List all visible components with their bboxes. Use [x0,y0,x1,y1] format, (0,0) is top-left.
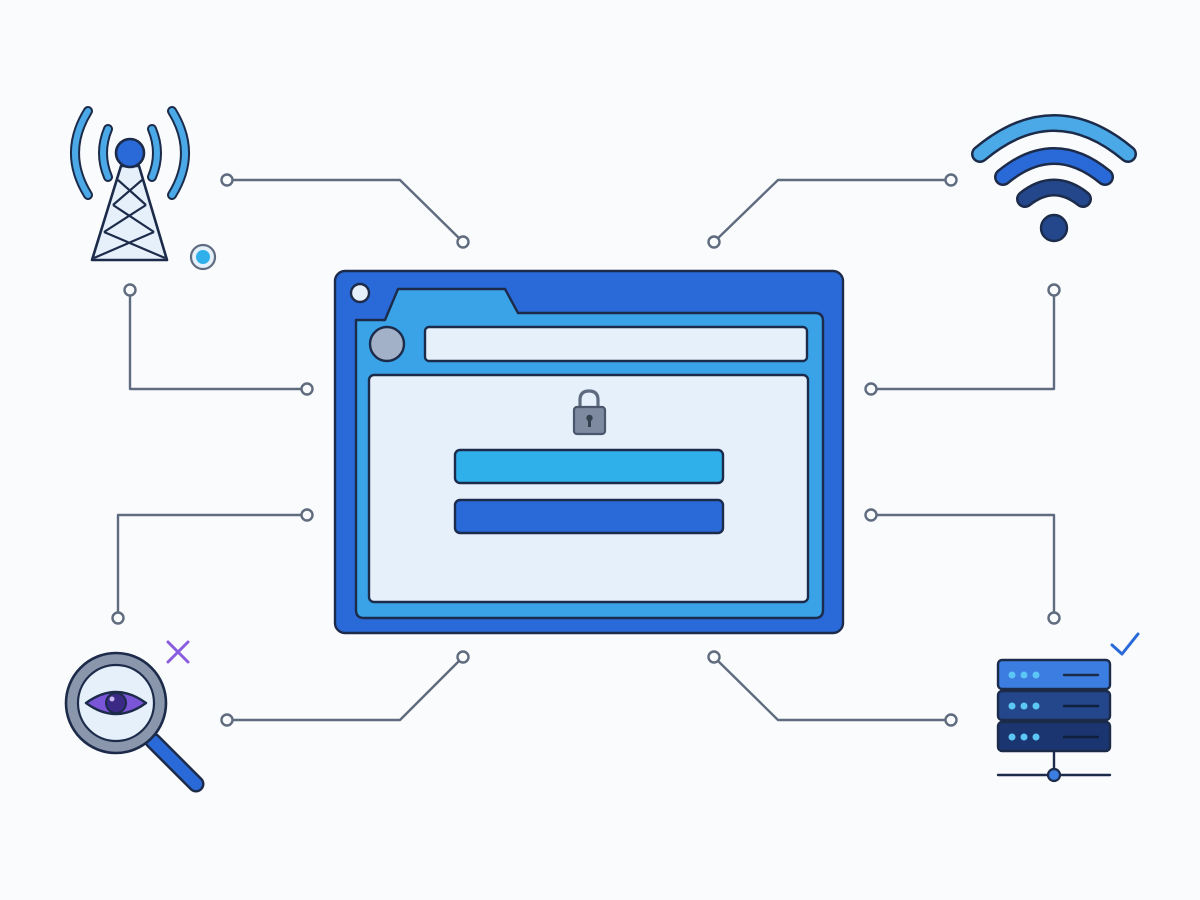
eye-highlight [109,696,115,702]
browser-window [333,269,845,635]
server-unit-top [996,658,1112,691]
cell-tower-icon [90,137,169,262]
magnifier-handle-fill [147,735,202,790]
connector-eye-window-bottom [225,655,465,722]
connector-node [707,650,721,664]
connector-node [300,508,314,522]
lock-keyhole-slot [588,419,591,427]
connector-node [300,382,314,396]
wifi [971,114,1137,243]
cell-tower [70,106,217,271]
window-dot-icon [349,282,371,304]
x-mark-icon [166,640,190,664]
login-field-secondary[interactable] [453,498,725,535]
server-unit-middle [996,689,1112,722]
avatar-circle-icon [368,325,406,363]
connector-node [456,650,470,664]
magnifier-eye-icon [64,651,205,793]
connector-server-window-bottom [712,655,953,722]
connector-node [220,173,234,187]
wifi-arc-outer-fill [973,116,1135,161]
eye-iris [105,692,127,714]
connectors [116,178,1056,722]
connector-node [944,173,958,187]
server [996,632,1140,783]
wave-left-outer-fill [72,108,91,198]
wifi-arc-middle-fill [996,149,1112,184]
lock-shackle [578,389,600,410]
connector-node [220,713,234,727]
wave-right-outer-fill [169,108,188,198]
connector-wifi-window-top [712,178,953,244]
server-network-node [1046,767,1062,783]
tower-antenna [114,137,146,169]
connector-tower-window-top [225,178,465,244]
connector-wifi-window-side [869,288,1056,391]
connector-nodes [111,173,1061,727]
tower-lattice [93,179,166,260]
connector-node [864,382,878,396]
connector-node [1047,611,1061,625]
connector-tower-window-side [128,288,309,391]
lock-icon [572,389,607,436]
connector-node [864,508,878,522]
lock-keyhole [586,414,593,422]
connector-node [944,713,958,727]
connector-node [123,283,137,297]
wifi-icon [971,114,1137,208]
connector-server-window-side [869,513,1056,620]
connector-node [456,235,470,249]
content-panel [367,373,810,604]
check-mark-icon [1110,632,1140,656]
surveillance [64,640,205,793]
server-stack-icon [996,658,1112,783]
radio-waves-icon [70,106,190,200]
status-dot-icon [189,243,217,271]
wave-left-inner-fill [100,126,111,180]
server-slots [1062,673,1100,739]
server-leds [1008,671,1040,741]
connector-eye-window-side [116,513,309,620]
connector-node [1047,283,1061,297]
login-field-primary[interactable] [453,448,725,485]
address-bar [423,325,809,363]
wave-right-inner-fill [149,126,160,180]
wifi-arc-inner-fill [1018,181,1090,206]
connector-node [111,611,125,625]
connector-node [707,235,721,249]
wifi-dot [1039,213,1069,243]
